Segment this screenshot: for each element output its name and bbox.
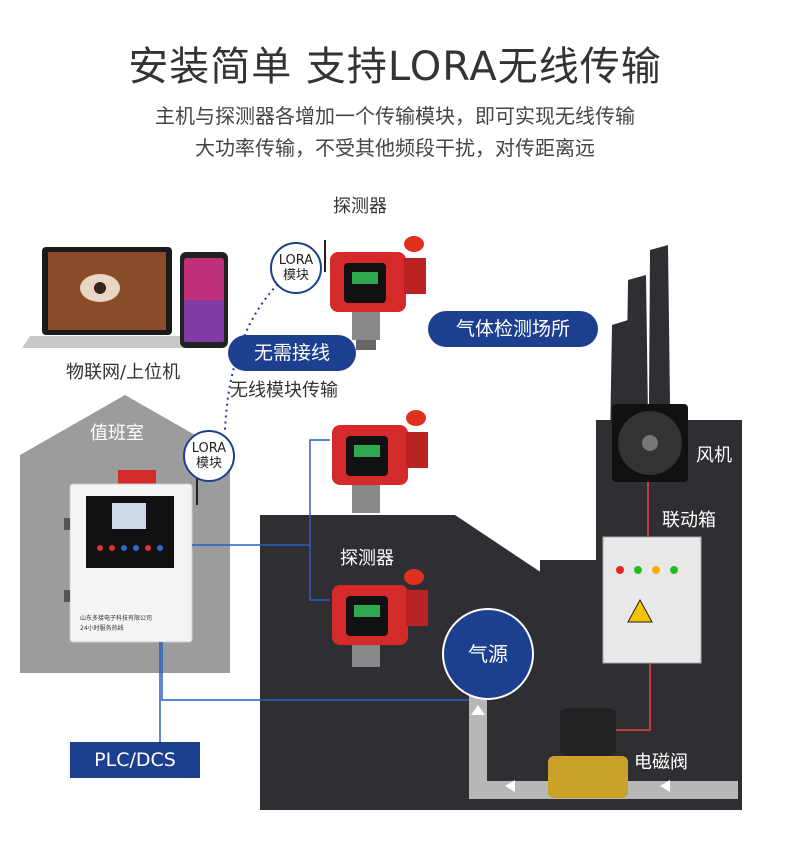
linkage-box-label: 联动箱 xyxy=(662,510,716,531)
detector-top-label: 探测器 xyxy=(333,196,387,217)
subtitle-line2: 大功率传输，不受其他频段干扰，对传距离远 xyxy=(195,136,595,160)
lora-module-badge-top: LORA 模块 xyxy=(270,242,322,294)
phone-icon xyxy=(180,252,228,348)
solenoid-valve-device xyxy=(548,708,628,798)
iot-host-label: 物联网/上位机 xyxy=(66,362,181,383)
detector-bottom-device xyxy=(332,569,428,667)
detector-top-device xyxy=(324,236,426,350)
fan-device xyxy=(612,404,688,482)
detector-mid-label: 探测器 xyxy=(340,548,394,569)
solenoid-valve-label: 电磁阀 xyxy=(634,752,688,773)
lora-mid-text: LORA xyxy=(191,441,227,456)
no-wiring-pill: 无需接线 xyxy=(228,335,356,371)
page-title: 安装简单 支持LORA无线传输 xyxy=(128,44,662,90)
controller-hotline-label: 24小时服务热线 xyxy=(80,625,124,632)
subtitle-line1: 主机与探测器各增加一个传输模块，即可实现无线传输 xyxy=(155,104,635,128)
controller-device xyxy=(64,470,198,643)
module-top-text: 模块 xyxy=(282,268,309,283)
wiring xyxy=(159,439,651,742)
plc-dcs-box: PLC/DCS xyxy=(70,742,200,778)
laptop-icon xyxy=(22,247,192,348)
duty-room-label: 值班室 xyxy=(90,423,144,444)
module-mid-text: 模块 xyxy=(195,456,222,471)
gas-source-circle: 气源 xyxy=(442,608,534,700)
detector-mid-device xyxy=(332,410,428,513)
controller-company-label: 山东多接电子科技有限公司 xyxy=(80,615,153,622)
wireless-module-label: 无线模块传输 xyxy=(230,380,338,401)
gas-pipe xyxy=(469,690,738,799)
fan-label: 风机 xyxy=(696,445,732,466)
lora-module-badge-mid: LORA 模块 xyxy=(183,430,235,482)
gas-site-pill: 气体检测场所 xyxy=(428,311,598,347)
lora-top-text: LORA xyxy=(278,253,314,268)
linkage-box-device xyxy=(602,536,702,664)
